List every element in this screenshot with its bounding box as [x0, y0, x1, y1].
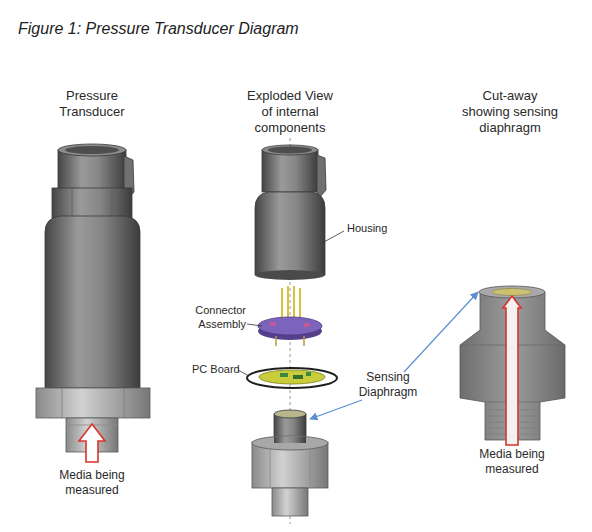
connector-pin	[299, 288, 301, 322]
connector-disc	[258, 317, 322, 335]
connector-rim	[262, 145, 318, 155]
connector-opening	[268, 147, 312, 154]
board-component	[306, 372, 311, 376]
o-ring	[247, 368, 337, 388]
housing-part	[255, 192, 325, 275]
hex-edge	[124, 388, 125, 418]
callout-arrow	[310, 400, 362, 419]
pressure-port	[272, 488, 308, 516]
sensor-post-base	[274, 437, 306, 443]
board-component	[280, 373, 288, 377]
connector-shell	[262, 150, 318, 192]
latch	[317, 155, 326, 197]
connector-component	[304, 323, 310, 327]
connector-opening	[65, 146, 119, 154]
connector-component	[270, 322, 276, 326]
collar-edge	[72, 188, 73, 218]
hex-edge	[310, 450, 311, 488]
hex-top	[252, 436, 328, 450]
hex-edge	[62, 388, 63, 418]
pc-board	[259, 370, 325, 384]
assembled-transducer	[36, 144, 150, 462]
leader-line	[247, 324, 262, 326]
connector-lead	[275, 336, 277, 346]
housing-body	[45, 216, 140, 388]
connector-pin	[293, 286, 295, 322]
hex-nut	[36, 388, 150, 418]
media-arrow	[79, 424, 105, 462]
sensor-trace	[504, 290, 520, 294]
media-channel-arrow	[503, 296, 521, 445]
column-heading: Exploded View of internal components	[241, 88, 339, 136]
exploded-view	[238, 138, 478, 524]
collar-edge	[112, 188, 113, 218]
board-component	[293, 375, 303, 379]
media-label: Media being measured	[467, 447, 557, 477]
sensing-diaphragm	[274, 410, 306, 418]
sensing-diaphragm	[492, 289, 532, 296]
part-label: Housing	[347, 221, 407, 235]
part-label: PC Board	[192, 362, 242, 376]
cut-away	[460, 286, 565, 445]
part-label: Sensing Diaphragm	[353, 370, 423, 400]
connector-lead	[303, 336, 305, 346]
part-label: Connector Assembly	[184, 303, 246, 331]
figure-title: Figure 1: Pressure Transducer Diagram	[18, 19, 418, 39]
connector-pin	[287, 286, 289, 322]
hex-edge	[270, 450, 271, 488]
column-heading: Pressure Transducer	[47, 88, 137, 120]
leader-line	[322, 231, 344, 243]
housing-bottom	[255, 270, 325, 280]
connector-rim	[58, 144, 126, 156]
column-heading: Cut-away showing sensing diaphragm	[461, 88, 559, 136]
collar	[52, 188, 132, 218]
media-label: Media being measured	[47, 468, 137, 498]
